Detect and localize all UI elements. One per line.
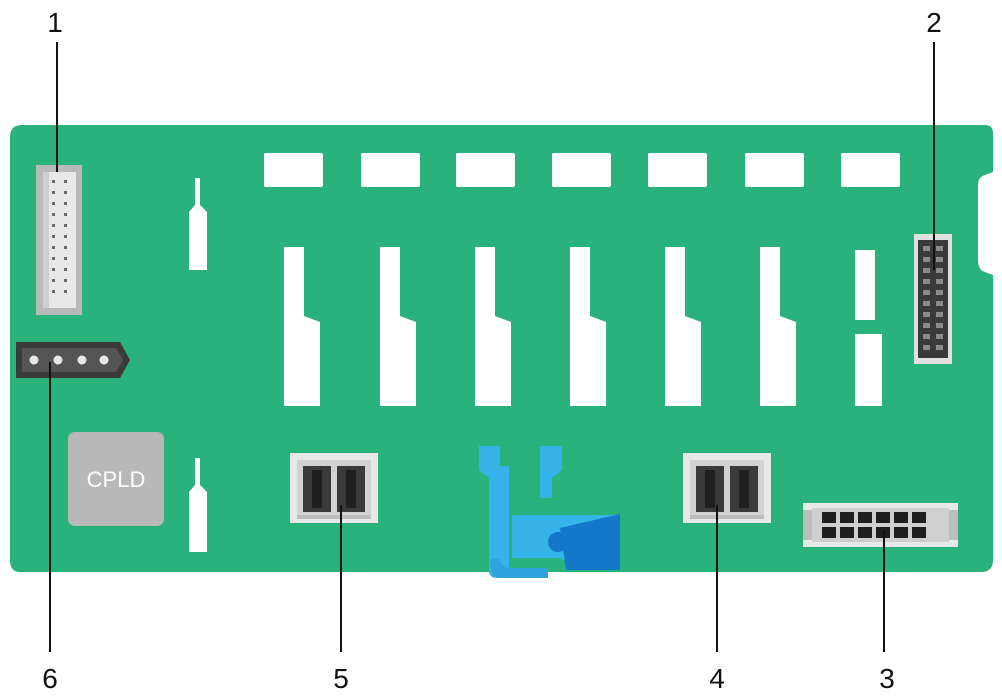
top-cutout [264, 153, 323, 187]
connector-1-header [36, 165, 82, 315]
vertical-cutout [855, 334, 882, 406]
connector-3-power [803, 503, 958, 547]
top-cutouts [264, 153, 900, 187]
top-cutout [361, 153, 420, 187]
top-cutout [456, 153, 515, 187]
connector-5-port [290, 453, 378, 523]
vertical-cutout [475, 247, 511, 406]
vertical-cutout [855, 250, 875, 320]
top-cutout [648, 153, 707, 187]
vertical-cutout [570, 247, 606, 406]
top-cutout [552, 153, 611, 187]
guide-slot [189, 178, 207, 270]
connector-1-pins [52, 180, 67, 293]
callout-2: 2 [926, 7, 942, 38]
cpld-chip: CPLD [68, 432, 164, 526]
connector-2-pins [923, 246, 943, 350]
connector-2-header [914, 234, 952, 364]
guide-slots [189, 178, 207, 552]
leader-lines [49, 42, 935, 652]
connector-6-power [16, 342, 130, 378]
callout-6: 6 [42, 663, 58, 694]
callout-4: 4 [709, 663, 725, 694]
vertical-cutouts [284, 247, 882, 406]
connector-6-pins [29, 355, 109, 365]
callout-5: 5 [333, 663, 349, 694]
connector-4-port [683, 453, 771, 523]
vertical-cutout [760, 247, 796, 406]
guide-slot [189, 458, 207, 552]
vertical-cutout [284, 247, 320, 406]
top-cutout [745, 153, 804, 187]
top-cutout [841, 153, 900, 187]
release-latch [479, 446, 620, 578]
latch-screw [548, 532, 568, 552]
callout-3: 3 [879, 663, 895, 694]
vertical-cutout [665, 247, 701, 406]
cpld-label: CPLD [87, 467, 146, 492]
callout-1: 1 [47, 7, 63, 38]
vertical-cutout [380, 247, 416, 406]
